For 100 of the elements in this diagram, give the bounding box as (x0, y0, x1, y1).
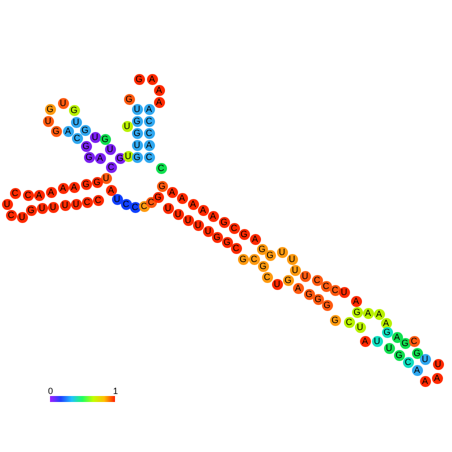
nucleotide-circle: U (202, 226, 214, 236)
nucleotide-circle: G (26, 204, 36, 216)
nucleotide-circle: U (60, 200, 70, 210)
nucleotide-circle: A (68, 182, 80, 192)
nucleotide-circle: U (276, 246, 288, 258)
nucleotide-circle: A (144, 104, 154, 114)
nucleotide-circle: C (6, 210, 16, 220)
nucleotide-circle: G (92, 176, 102, 188)
nucleotide-circle: G (238, 254, 248, 264)
nucleotide-circle: C (144, 152, 154, 162)
nucleotide-circle: G (218, 216, 230, 228)
nucleotide-circle: C (72, 132, 82, 144)
nucleotide-circle: U (338, 286, 350, 298)
nucleotide-circle: G (352, 306, 362, 318)
nucleotide-circle: U (112, 194, 122, 204)
nucleotide-circle: G (132, 152, 142, 162)
nucleotide-circle: C (312, 274, 322, 286)
nucleotide-circle: A (374, 308, 384, 320)
nucleotide-circle: A (58, 182, 68, 194)
nucleotide-circle: G (330, 314, 340, 326)
nucleotide-circle: U (290, 264, 300, 276)
nucleotide-circle: U (192, 220, 204, 230)
nucleotide-circle: C (262, 272, 272, 282)
nucleotide-circle: G (382, 326, 392, 338)
nucleotide-circle: G (80, 140, 92, 152)
nucleotide-circle: C (402, 356, 414, 368)
nucleotide-circle: G (44, 104, 56, 114)
nucleotide-circle: G (80, 178, 92, 190)
scale-tick-label: 0 (48, 386, 54, 396)
nucleotide-circle: G (132, 116, 142, 126)
nucleotide-circle: U (58, 98, 68, 108)
nucleotide-circle: A (198, 204, 208, 216)
nucleotide-circle: G (132, 128, 142, 138)
nucleotide-circle: U (132, 140, 142, 150)
nucleotide-circle: A (362, 308, 374, 318)
nucleotide-circle: G (322, 300, 332, 310)
nucleotide-circle: A (420, 376, 430, 386)
nucleotide-circle: A (166, 186, 178, 198)
nucleotide-circle: C (320, 280, 332, 292)
nucleotide-circle: U (286, 254, 298, 264)
nucleotide-circle: A (360, 336, 370, 346)
nucleotide-circle: C (408, 336, 420, 346)
nucleotide-circle: C (22, 190, 34, 200)
nucleotide-circle: U (42, 116, 54, 126)
nucleotide-circle: G (412, 348, 422, 358)
nucleotide-circle: U (132, 104, 142, 114)
nucleotide-circle: G (282, 274, 294, 286)
nucleotide-circle: G (152, 192, 164, 202)
nucleotide-circle: U (104, 144, 116, 154)
nucleotide-circle: A (154, 96, 164, 108)
scale-tick-label: 1 (113, 386, 118, 396)
nucleotide-circle: U (36, 202, 48, 214)
nucleotide-circle: A (94, 152, 106, 164)
nucleotide-circle: G (212, 232, 222, 242)
nucleotide-circle: U (2, 198, 12, 210)
nucleotide-circle: A (62, 126, 74, 136)
nucleotide-circle: G (304, 288, 314, 300)
nucleotide-circle: U (122, 150, 134, 162)
nucleotide-circle: G (84, 152, 94, 162)
nucleotide-circle: A (292, 282, 304, 294)
nucleotide-circle: A (154, 84, 164, 96)
nucleotide-circle: U (16, 212, 28, 222)
nucleotide-circle: U (48, 202, 58, 212)
nucleotide-circle: G (258, 260, 268, 272)
nucleotide-circle: U (300, 270, 310, 282)
nucleotide-circle: C (120, 198, 132, 210)
nucleotide-circle: U (162, 202, 174, 214)
nucleotide-circle: G (50, 126, 62, 136)
nucleotide-circle: A (392, 332, 402, 342)
nucleotide-circle: A (250, 234, 260, 244)
nucleotide-circle: G (394, 350, 404, 360)
nucleotide-circle: U (420, 354, 430, 364)
nucleotide-circle: G (80, 124, 90, 136)
nucleotide-circle: U (70, 116, 82, 128)
nucleotide-circle: C (248, 254, 260, 264)
nucleotide-circle: U (372, 336, 382, 346)
nucleotide-circle: G (124, 94, 134, 104)
nucleotide-circle: A (380, 318, 392, 328)
nucleotide-circle: A (46, 186, 56, 198)
nucleotide-circle: U (70, 198, 82, 210)
nucleotide-circle: G (114, 152, 126, 164)
nucleotide-circle: A (432, 372, 442, 384)
nucleotide-circle: G (400, 338, 410, 348)
nucleotide-circle: C (156, 162, 166, 174)
nucleotide-circle: A (350, 296, 362, 306)
nucleotide-circle: A (208, 210, 218, 222)
nucleotide-circle: A (146, 74, 158, 84)
nucleotide-circle: U (100, 172, 112, 184)
nucleotide-circle: C (144, 116, 154, 126)
nucleotide-circle: C (228, 222, 240, 234)
nucleotide-circle: G (134, 74, 144, 84)
nucleotide-circle: A (34, 190, 44, 200)
nucleotide-circle: U (182, 214, 194, 226)
nucleotide-circle: U (122, 120, 132, 132)
nucleotide-circle: C (230, 242, 242, 254)
nucleotide-circle: C (92, 194, 104, 206)
nucleotide-circle: C (344, 316, 354, 328)
nucleotide-circle: A (176, 192, 188, 204)
nucleotide-circle: G (156, 180, 168, 192)
nucleotide-circle: C (106, 162, 116, 172)
